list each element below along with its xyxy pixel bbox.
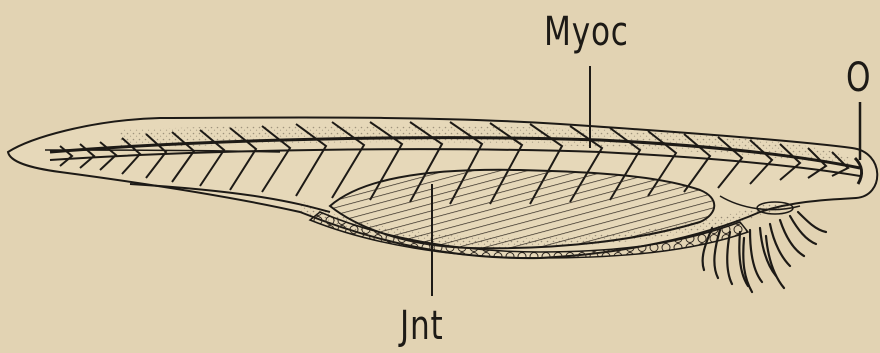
label-int: Jnt xyxy=(400,306,444,346)
label-myoc: Myoc xyxy=(544,12,629,52)
label-o: O xyxy=(846,58,871,98)
